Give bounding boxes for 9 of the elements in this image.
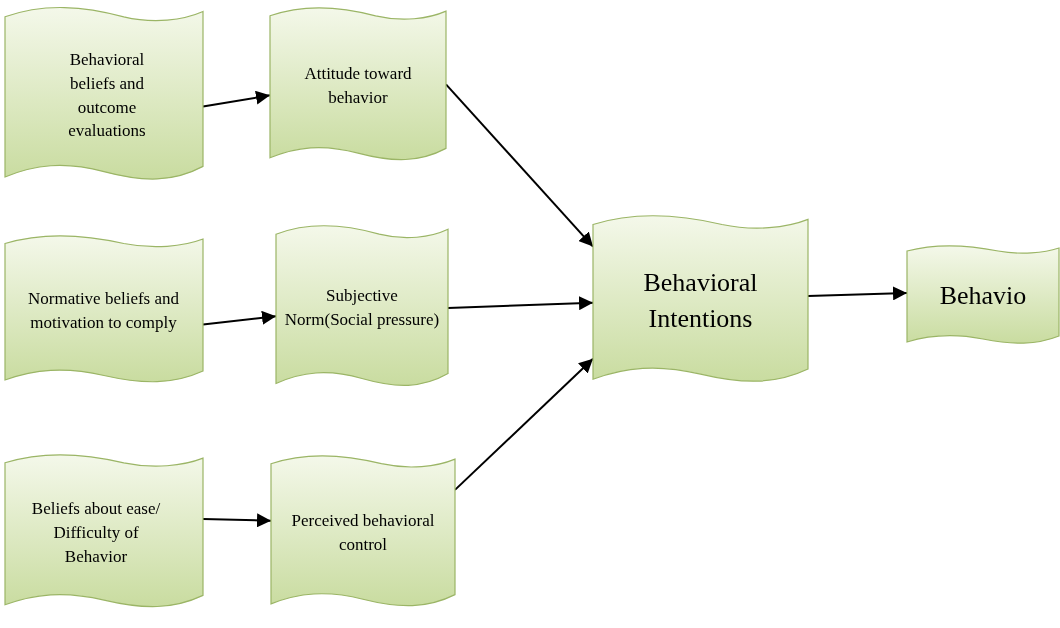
node-label: Behavioral beliefs and outcome evaluations [67, 49, 147, 143]
node-label: Attitude toward behavior [303, 63, 413, 109]
node-label: Behavio [938, 279, 1028, 312]
node-label: Beliefs about ease/ Difficulty of Behavior [30, 498, 162, 568]
node-label: Subjective Norm(Social pressure) [284, 285, 440, 331]
document-shape [907, 246, 1059, 346]
node-label: Behavioral Intentions [642, 266, 759, 335]
node-label: Normative beliefs and motivation to comply [26, 288, 181, 334]
node-label: Perceived behavioral control [290, 510, 436, 556]
